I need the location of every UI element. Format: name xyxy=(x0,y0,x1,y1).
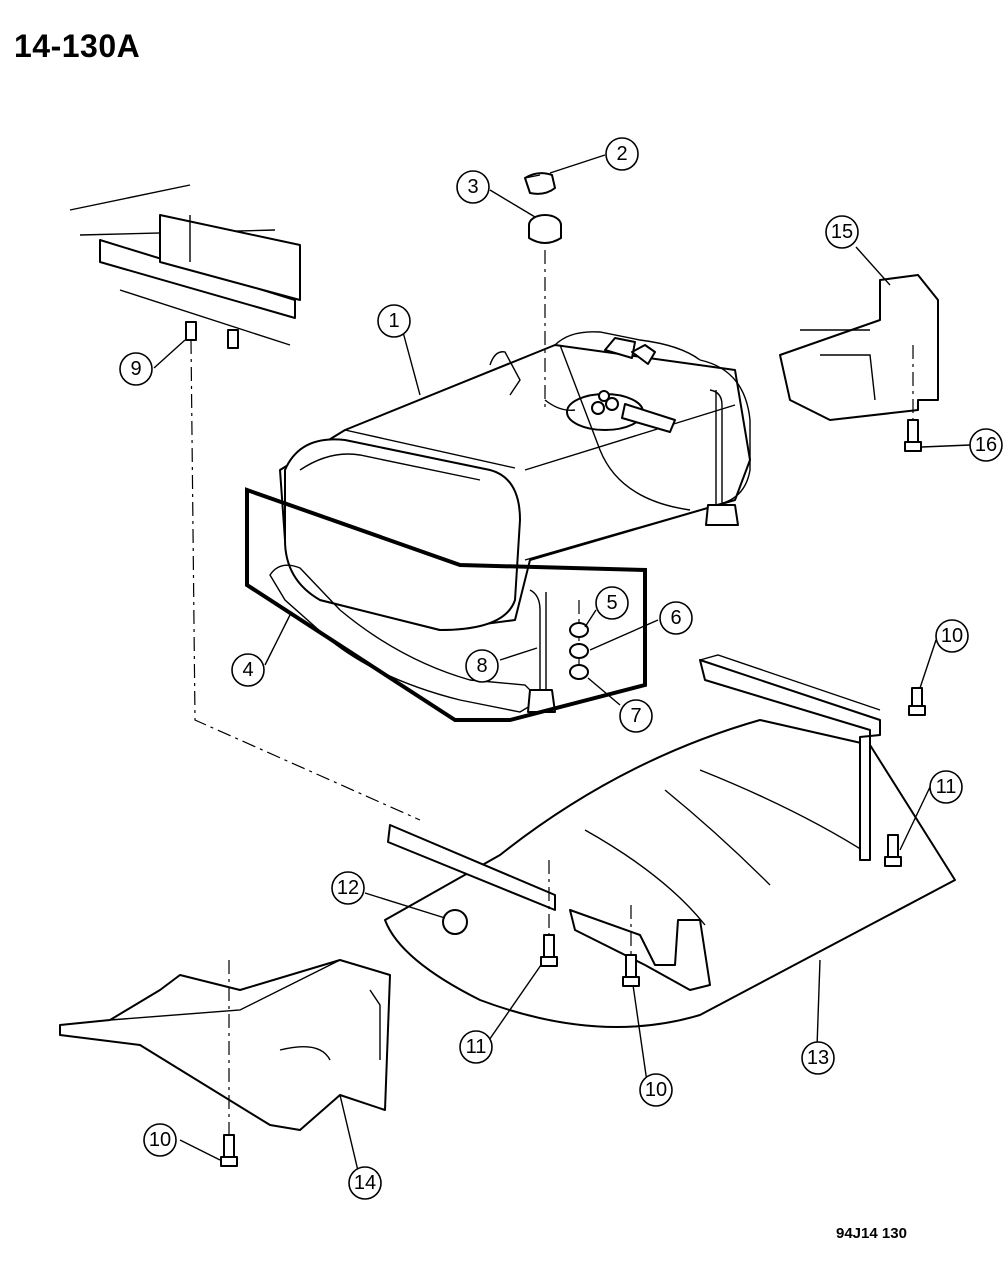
frame-rails xyxy=(69,184,301,346)
svg-text:11: 11 xyxy=(466,1036,487,1058)
svg-text:10: 10 xyxy=(149,1129,171,1151)
svg-text:11: 11 xyxy=(936,776,957,798)
svg-text:1: 1 xyxy=(388,310,399,332)
heat-shield-15 xyxy=(779,274,939,421)
svg-text:12: 12 xyxy=(337,877,359,899)
callout-5: 5 xyxy=(595,586,629,620)
svg-text:8: 8 xyxy=(476,655,487,677)
callout-11-rear: 11 xyxy=(929,770,963,804)
callout-15: 15 xyxy=(825,215,859,249)
crossmember-bracket-rear xyxy=(699,654,881,861)
callout-1: 1 xyxy=(377,304,411,338)
bolts xyxy=(185,321,926,1167)
callout-3: 3 xyxy=(456,170,490,204)
svg-text:16: 16 xyxy=(975,434,997,456)
callout-14: 14 xyxy=(348,1166,382,1200)
fuel-cap-assembly xyxy=(524,172,562,410)
svg-text:4: 4 xyxy=(242,659,253,681)
callout-9: 9 xyxy=(119,352,153,386)
svg-text:2: 2 xyxy=(616,143,627,165)
svg-text:15: 15 xyxy=(831,221,853,243)
svg-text:10: 10 xyxy=(941,625,963,647)
callout-11-front: 11 xyxy=(459,1030,493,1064)
callout-4: 4 xyxy=(231,653,265,687)
page-title: 14-130A xyxy=(14,28,141,64)
callout-6: 6 xyxy=(659,601,693,635)
callout-10-front: 10 xyxy=(639,1073,673,1107)
callout-10-rear: 10 xyxy=(935,619,969,653)
svg-text:10: 10 xyxy=(645,1079,667,1101)
svg-text:3: 3 xyxy=(467,176,478,198)
svg-text:5: 5 xyxy=(606,592,617,614)
skid-plate xyxy=(384,719,956,1028)
callout-13: 13 xyxy=(801,1041,835,1075)
svg-text:7: 7 xyxy=(630,705,641,727)
callout-10-shield: 10 xyxy=(143,1123,177,1157)
callout-16: 16 xyxy=(969,428,1003,462)
svg-text:14: 14 xyxy=(354,1172,376,1194)
leader-lines xyxy=(153,154,971,1176)
callout-2: 2 xyxy=(605,137,639,171)
crossmember-bracket-front xyxy=(387,824,711,991)
fastener-nuts xyxy=(569,600,589,680)
fuel-tank xyxy=(279,331,751,631)
callout-8: 8 xyxy=(465,649,499,683)
svg-text:6: 6 xyxy=(670,607,681,629)
svg-text:9: 9 xyxy=(130,358,141,380)
svg-text:13: 13 xyxy=(807,1047,829,1069)
callout-12: 12 xyxy=(331,871,365,905)
drawing-code: 94J14 130 xyxy=(836,1225,907,1242)
heat-shield-14 xyxy=(59,959,391,1131)
strap-kit-outline xyxy=(245,487,647,722)
callout-7: 7 xyxy=(619,699,653,733)
